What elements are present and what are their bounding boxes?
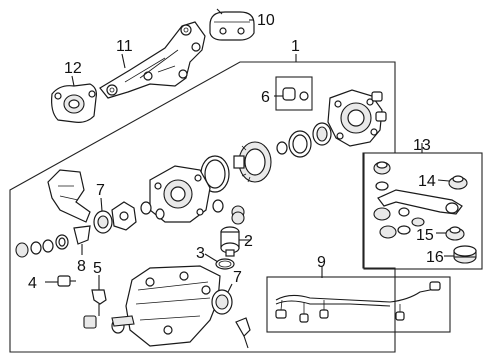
- sensor-lever-bottom: [235, 317, 251, 349]
- callout-16: 16: [426, 249, 444, 266]
- part-11-bracket: [99, 21, 206, 99]
- callout-12: 12: [64, 60, 82, 77]
- part-12-mount: [51, 75, 97, 123]
- part-15-bushing: [436, 226, 465, 241]
- part-8-shield: [47, 169, 91, 255]
- callout-5: 5: [93, 260, 102, 277]
- small-rings-center: [140, 199, 245, 225]
- callout-7-right: 7: [233, 269, 242, 286]
- callout-8: 8: [77, 258, 86, 275]
- callout-11: 11: [116, 38, 133, 55]
- ring-gear: [233, 141, 272, 183]
- callout-14: 14: [418, 173, 436, 190]
- callout-1: 1: [291, 38, 300, 55]
- bearing-set-upper: [276, 122, 332, 158]
- main-housing: [111, 265, 221, 347]
- callout-15: 15: [416, 227, 434, 244]
- callout-9: 9: [317, 254, 326, 271]
- part-9-harness: [275, 266, 441, 323]
- callout-6: 6: [261, 89, 270, 106]
- part-5-valve: [91, 275, 107, 316]
- part-16-mount: [444, 245, 477, 264]
- left-bearing-row: [15, 234, 69, 258]
- large-seal-ring: [200, 155, 230, 193]
- part-6-sensor: [274, 87, 309, 101]
- callout-4: 4: [28, 275, 37, 292]
- part-14-bushing: [437, 175, 468, 190]
- kit-frame-6: [275, 76, 313, 111]
- part-7-seal-right: [211, 283, 233, 315]
- callout-2: 2: [244, 233, 253, 250]
- callout-13: 13: [413, 137, 431, 154]
- callout-3: 3: [196, 245, 205, 262]
- flange-left: [111, 201, 137, 231]
- kit-frame-13: [363, 152, 483, 270]
- callout-7-left: 7: [96, 182, 105, 199]
- kit-frame-9: [266, 276, 451, 333]
- part-3-oring: [204, 253, 235, 270]
- differential-case: [149, 165, 211, 223]
- callout-10: 10: [257, 12, 275, 29]
- part-7-seal-left: [93, 197, 113, 234]
- part-13-mount-kit: [373, 161, 463, 239]
- assembly-frame-1: [9, 61, 396, 353]
- part-2-actuator: [220, 226, 250, 257]
- rear-cover-housing: [327, 89, 387, 147]
- part-4-fitting: [45, 275, 76, 287]
- part-10-cover: [209, 8, 255, 41]
